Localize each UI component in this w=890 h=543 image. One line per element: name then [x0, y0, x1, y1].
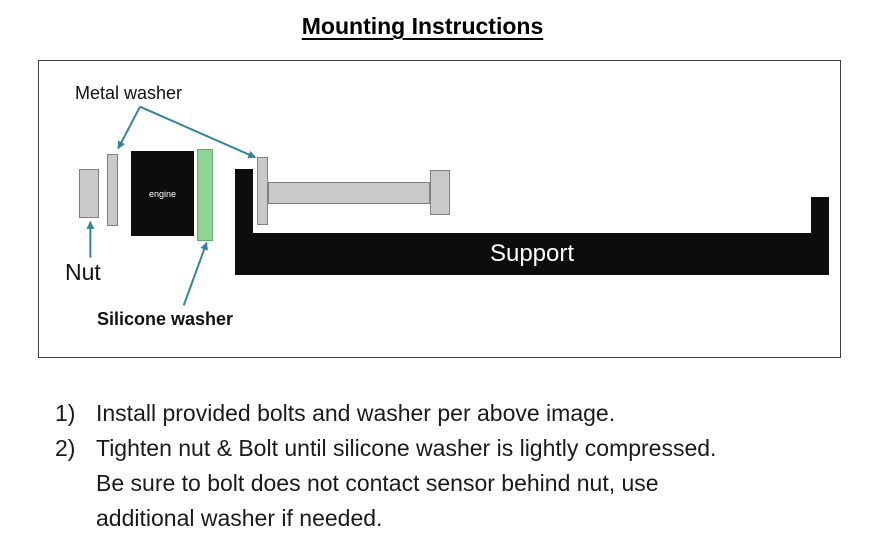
- list-item: 2) Tighten nut & Bolt until silicone was…: [55, 431, 716, 536]
- metal-washer-right-shape: [257, 157, 268, 225]
- support-label: Support: [489, 240, 575, 267]
- item-text: Tighten nut & Bolt until silicone washer…: [96, 431, 716, 536]
- support-right-upright-shape: [811, 197, 829, 233]
- metal-washer-label: Metal washer: [75, 83, 183, 103]
- support-left-upright-shape: [235, 169, 253, 235]
- metal-washer-left-shape: [107, 154, 118, 226]
- item-line: Tighten nut & Bolt until silicone washer…: [96, 435, 717, 461]
- item-number: 2): [55, 435, 76, 461]
- page-title: Mounting Instructions: [301, 13, 544, 39]
- nut-label: Nut: [65, 259, 101, 285]
- diagram-canvas: engine Support Metal washer Nut Silicone…: [38, 60, 841, 358]
- item-number: 1): [55, 400, 76, 426]
- item-text: Install provided bolts and washer per ab…: [96, 396, 615, 431]
- silicone-washer-label: Silicone washer: [97, 309, 234, 329]
- instructions-list: 1) Install provided bolts and washer per…: [55, 396, 716, 536]
- silicone-washer-shape: [197, 149, 213, 241]
- item-line: Install provided bolts and washer per ab…: [96, 400, 616, 426]
- bolt-head-shape: [430, 170, 450, 215]
- list-item: 1) Install provided bolts and washer per…: [55, 396, 716, 431]
- item-line: Be sure to bolt does not contact sensor …: [96, 470, 659, 496]
- engine-block-shape: engine: [131, 151, 194, 236]
- support-bar-shape: Support: [235, 233, 829, 275]
- metal-washer-arrow-left: [117, 106, 141, 150]
- silicone-washer-arrow: [182, 241, 208, 306]
- bolt-shaft-shape: [268, 182, 430, 204]
- nut-shape: [79, 169, 99, 218]
- engine-label: engine: [148, 188, 177, 199]
- item-line: additional washer if needed.: [96, 505, 383, 531]
